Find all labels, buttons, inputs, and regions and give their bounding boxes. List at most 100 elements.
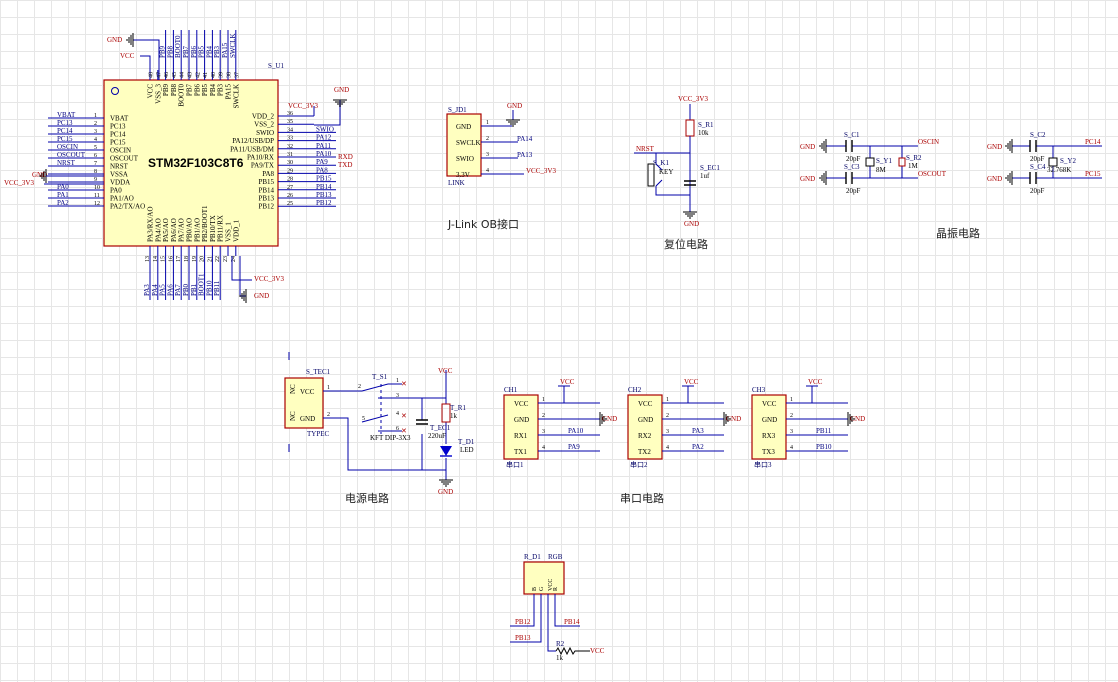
mcu-bottom-pin-name: PA5/AO [162,218,170,242]
power-capacitor[interactable] [416,419,428,425]
mcu-top-net-label: PA15 [221,42,229,58]
switch-pin-6: 6 [396,426,399,432]
serial-section-title: 串口电路 [620,492,664,505]
ground-symbol [819,139,827,153]
crystal-rtc-wires [1012,145,1102,179]
power-r-val: 1k [450,412,458,420]
crystal-caps-main[interactable] [845,140,853,184]
ground-symbol [1005,171,1013,185]
serial-pin-name: VCC [638,400,653,408]
serial-pin-name: VCC [762,400,777,408]
serial-vcc-label: VCC [808,378,823,386]
mcu-top-net-label: PB8 [166,45,174,58]
usb-typec-body[interactable] [284,377,324,429]
ground-symbol [599,412,607,426]
serial-pin-num: 2 [790,413,793,419]
mcu-top-pin-name: BOOT0 [178,84,186,107]
ground-symbols [39,33,1013,487]
mcu-bottom-pin-num: 21 [207,256,213,262]
mcu-left-pin-name: PC14 [110,131,126,139]
mcu-right-pin-num: 32 [287,144,293,150]
rgb-pin-b: B [532,587,538,591]
mcu-right-pin-name: PB13 [258,195,274,203]
mcu-bottom-pin-name: VDD_1 [232,219,240,242]
crystal-caps-rtc[interactable] [1029,140,1037,184]
crystal-r2-ref: S_R2 [906,154,922,162]
reset-section-title: 复位电路 [664,237,708,251]
mcu-left-pin-num: 11 [94,193,100,199]
switch-type: KFT DIP-3X3 [370,434,411,442]
mcu-bottom-net-label: PB0 [182,283,190,296]
mcu-top-pin-num: 46 [164,72,170,78]
mcu-bottom-pin-name: PA7/AO [178,218,186,242]
crystal-r2[interactable] [898,157,906,167]
crystal-y2[interactable] [1048,157,1058,167]
reset-c-ref: S_EC1 [700,164,720,172]
serial-rx-net: PA10 [568,427,584,435]
mcu-left-pin-name: OSCOUT [110,155,139,163]
mcu-right-pin-name: SWIO [256,129,274,137]
mcu-left-pin-name: VSSA [110,171,128,179]
mcu-left-net-label: VBAT [57,111,76,119]
power-resistor[interactable] [441,403,451,423]
rgb-led: R_D1 RGB B G VCC R PB12 PB13 PB14 R2 1k … [510,553,605,662]
mcu-bottom-net-label: PB1 [190,283,198,296]
rgb-vcc-label: VCC [590,647,605,655]
mcu-right-net-label: PA12 [316,134,332,142]
power-led[interactable] [440,446,452,456]
ground-symbol [1005,139,1013,153]
reset-key-ref: S_K1 [653,159,669,167]
mcu-right-pin-num: 35 [287,119,293,125]
crystal-c4-val: 20pF [1030,187,1045,195]
mcu-bottom-pin-num: 13 [145,256,151,262]
serial-port-body[interactable] [627,394,663,460]
mcu-designator: S_U1 [268,62,284,70]
jlink-body[interactable] [446,113,482,177]
mcu-top-pin-name: VCC [147,84,155,99]
mcu-vcc3v3-left: VCC_3V3 [4,179,34,187]
mcu-gnd-right: GND [334,86,349,94]
power-vcc-label: VCC [438,367,453,375]
serial-port-body[interactable] [751,394,787,460]
reset-resistor[interactable] [685,119,695,137]
crystal-y1[interactable] [865,157,875,167]
mcu-left-power-wires [44,175,104,185]
mcu-bottom-net-label: PB10 [205,280,213,296]
mcu-right-pin-num: 36 [287,111,293,117]
rgb-body[interactable] [523,561,565,595]
mcu-left-pin-num: 4 [94,137,97,143]
mcu-right-pin-name: VDD_2 [252,113,275,121]
mcu-bottom-net-label: PA3 [143,284,151,296]
serial-pin-name: GND [514,416,529,424]
rgb-resistor[interactable] [555,646,590,656]
serial-port-body[interactable] [503,394,539,460]
serial-vcc-label: VCC [560,378,575,386]
switch-nc-1: ✕ [401,380,407,388]
mcu-left-net-label: PC13 [57,119,73,127]
mcu-body[interactable] [103,79,279,247]
usb-pin-gnd: GND [300,415,315,423]
power-led-ref: T_D1 [458,438,475,446]
mcu-bottom-pin-num: 17 [176,256,182,262]
crystal-circuit: GND GND S_C1 20pF S_C3 20pF S_Y1 8M S_R2… [800,131,1102,240]
serial-pin-num: 4 [790,445,793,451]
mcu-bottom-pin-num: 18 [184,256,190,262]
mcu-right-pin-num: 33 [287,136,293,142]
crystal-main-wires [826,145,918,179]
serial-vcc-wire [806,385,818,403]
mcu-right-pin-name: PA10/RX [247,154,274,162]
usb-nc-2: NC [289,411,297,421]
mcu-right-pin-num: 25 [287,201,293,207]
reset-capacitor[interactable] [684,180,696,186]
serial-pin-name: VCC [514,400,529,408]
mcu-top-pin-num: 44 [180,72,186,78]
mcu-right-pin-num: 30 [287,160,293,166]
mcu-vcc3v3-bottom: VCC_3V3 [254,275,284,283]
crystal-y2-ref: S_Y2 [1060,157,1076,165]
mcu-bottom-pin-num: 15 [161,256,167,262]
reset-key-symbol[interactable] [647,163,655,187]
mcu-bottom-pin-name: PA4/AO [154,218,162,242]
serial-pin-num: 4 [542,445,545,451]
